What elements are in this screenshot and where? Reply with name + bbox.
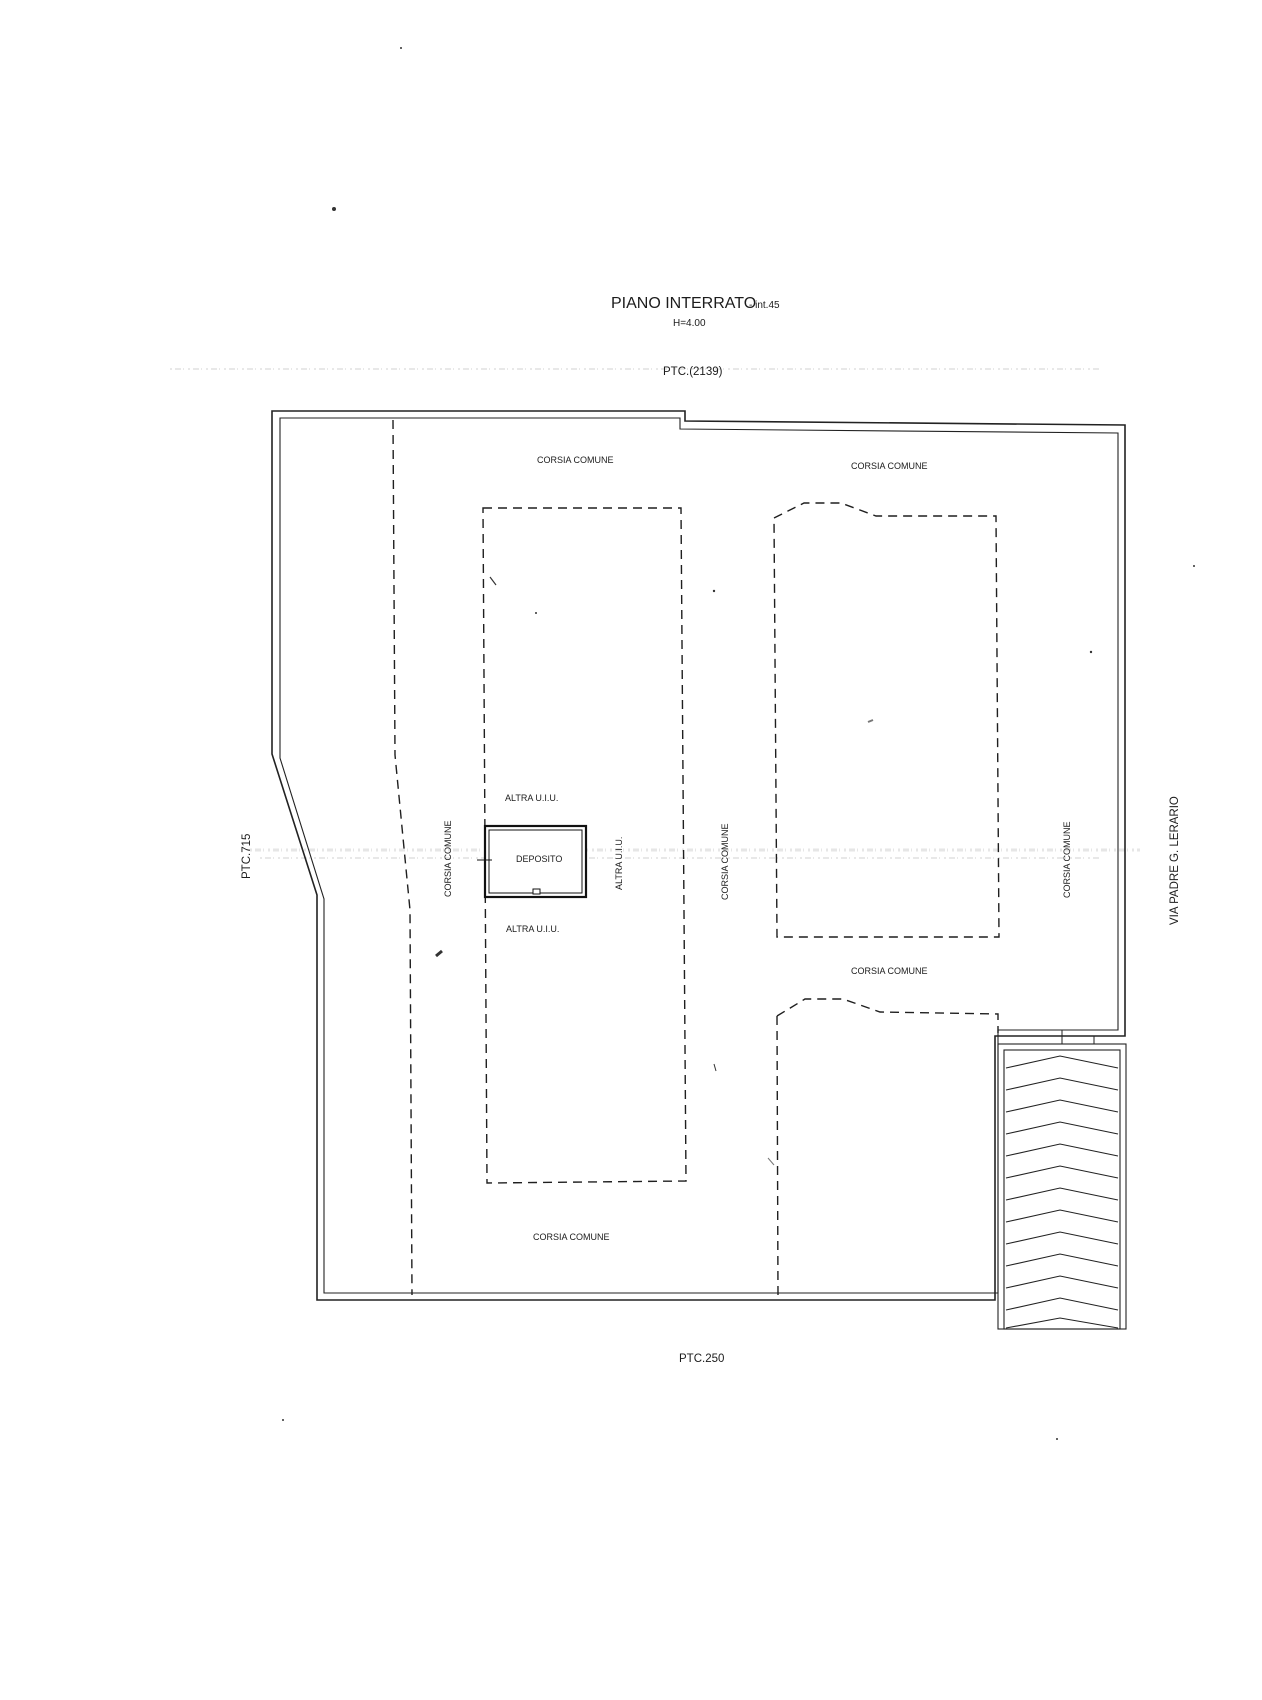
corridor-boundaries: [392, 419, 1000, 1297]
altra-uiu-label-right: ALTRA U.I.U.: [614, 837, 624, 890]
ramp: [997, 1030, 1127, 1330]
corsia-label-right: CORSIA COMUNE: [1062, 821, 1072, 898]
north-reference: PTC.(2139): [663, 366, 723, 378]
altra-uiu-label-top: ALTRA U.I.U.: [505, 793, 558, 803]
floor-height: H=4.00: [673, 318, 706, 329]
corsia-label-left: CORSIA COMUNE: [443, 820, 453, 897]
street-name: VIA PADRE G. LERARIO: [1169, 796, 1181, 925]
west-reference: PTC.715: [241, 834, 253, 879]
building-perimeter: [271, 410, 1126, 1301]
corsia-label-middle-horizontal: CORSIA COMUNE: [851, 966, 928, 976]
corsia-label-bottom: CORSIA COMUNE: [533, 1232, 610, 1242]
deposito-unit: [477, 824, 588, 899]
plan-title: PIANO INTERRATO: [611, 295, 756, 312]
deposito-label: DEPOSITO: [516, 854, 562, 864]
south-reference: PTC.250: [679, 1353, 724, 1365]
corsia-label-top-right: CORSIA COMUNE: [851, 461, 928, 471]
scan-artifacts: [170, 47, 1195, 1440]
unit-number: - int.45: [749, 300, 780, 311]
altra-uiu-label-bottom: ALTRA U.I.U.: [506, 924, 559, 934]
corsia-label-top-left: CORSIA COMUNE: [537, 455, 614, 465]
corsia-label-middle: CORSIA COMUNE: [720, 823, 730, 900]
